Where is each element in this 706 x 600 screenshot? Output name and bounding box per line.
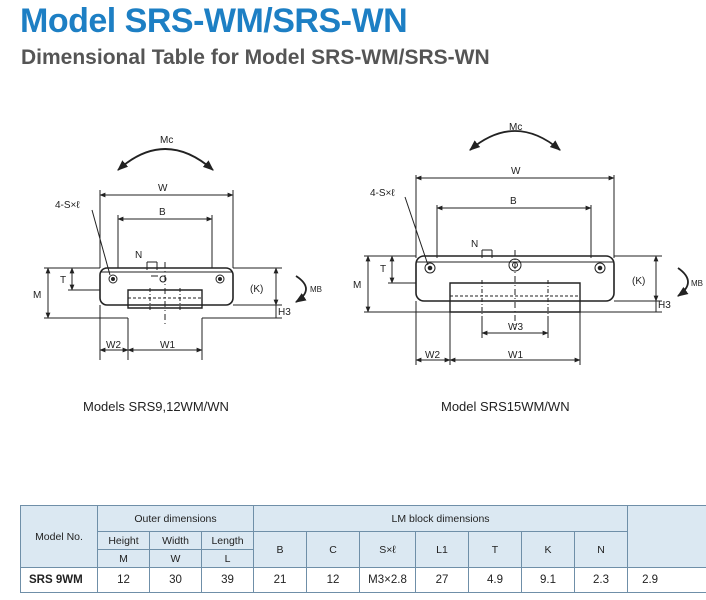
col-symbol-k: K <box>521 531 575 568</box>
col-symbol-n: N <box>573 531 629 568</box>
cell-n: 2.3 <box>573 567 629 593</box>
header-h3-blank <box>627 505 706 568</box>
col-symbol-sxl: S×ℓ <box>359 531 416 568</box>
label-n-left: N <box>135 250 142 261</box>
label-screw-right: 4-S×ℓ <box>370 188 395 199</box>
cell-w: 30 <box>149 567 202 593</box>
mb-rotation-arrow-left <box>295 275 307 303</box>
col-name-width: Width <box>149 531 202 550</box>
label-w-left: W <box>158 183 168 194</box>
label-w3-right: W3 <box>508 322 523 333</box>
label-k-left: (K) <box>250 284 263 295</box>
label-w1-left: W1 <box>160 340 175 351</box>
label-k-right: (K) <box>632 276 645 287</box>
col-name-length: Length <box>201 531 254 550</box>
label-n-right: N <box>471 239 478 250</box>
header-model-no: Model No. <box>20 505 98 568</box>
label-mc-left: Mc <box>160 135 173 146</box>
label-w1-right: W1 <box>508 350 523 361</box>
page-title: Model SRS-WM/SRS-WN <box>20 2 408 40</box>
col-symbol-t: T <box>468 531 522 568</box>
cell-sxl: M3×2.8 <box>359 567 416 593</box>
mc-rotation-arrow-right <box>469 130 561 151</box>
label-h3-right: H3 <box>658 300 671 311</box>
cell-c: 12 <box>306 567 360 593</box>
right-drawing-labels: Mc W B 4-S×ℓ N T M (K) H3 MB W3 W2 W1 <box>353 122 703 361</box>
table-row: SRS 9WM 12 30 39 21 12 M3×2.8 27 4.9 9.1… <box>20 567 706 593</box>
left-drawing <box>44 148 307 360</box>
cell-l: 39 <box>201 567 254 593</box>
page-subtitle: Dimensional Table for Model SRS-WM/SRS-W… <box>21 46 490 69</box>
col-symbol-l: L <box>201 549 254 568</box>
label-t-right: T <box>380 264 386 275</box>
lm-block-left <box>99 267 234 306</box>
col-symbol-c: C <box>306 531 360 568</box>
header-outer-dimensions: Outer dimensions <box>97 505 254 532</box>
dimension-drawings: Mc W B 4-S×ℓ N T M (K) H3 MB W2 W1 <box>33 122 703 365</box>
label-t-left: T <box>60 275 66 286</box>
col-name-height: Height <box>97 531 150 550</box>
label-screw-left: 4-S×ℓ <box>55 200 80 211</box>
cell-m: 12 <box>97 567 150 593</box>
label-w2-right: W2 <box>425 350 440 361</box>
cell-model: SRS 9WM <box>20 567 98 593</box>
header-lm-block-dimensions: LM block dimensions <box>252 505 629 532</box>
cell-l1: 27 <box>415 567 469 593</box>
col-symbol-l1: L1 <box>415 531 469 568</box>
label-mc-right: Mc <box>509 122 522 133</box>
label-b-right: B <box>510 196 517 207</box>
label-w-right: W <box>511 166 521 177</box>
col-symbol-w: W <box>149 549 202 568</box>
label-h3-left: H3 <box>278 307 291 318</box>
mb-rotation-arrow-right <box>677 267 689 297</box>
label-m-right: M <box>353 280 361 291</box>
right-drawing <box>364 130 689 365</box>
right-figure-caption: Model SRS15WM/WN <box>441 399 570 414</box>
dimensional-table: Model No. Outer dimensions LM block dime… <box>20 505 706 593</box>
left-figure-caption: Models SRS9,12WM/WN <box>83 399 229 414</box>
col-symbol-b: B <box>253 531 307 568</box>
cell-h3: 2.9 <box>627 567 706 593</box>
label-b-left: B <box>159 207 166 218</box>
cell-k: 9.1 <box>521 567 575 593</box>
label-mb-right: MB <box>691 279 703 288</box>
cell-b: 21 <box>253 567 307 593</box>
label-mb-left: MB <box>310 285 322 294</box>
col-symbol-m: M <box>97 549 150 568</box>
label-w2-left: W2 <box>106 340 121 351</box>
lm-rail-left <box>127 289 203 309</box>
label-m-left: M <box>33 290 41 301</box>
mc-rotation-arrow-left <box>117 148 214 171</box>
cell-t: 4.9 <box>468 567 522 593</box>
left-drawing-labels: Mc W B 4-S×ℓ N T M (K) H3 MB W2 W1 <box>33 135 322 351</box>
